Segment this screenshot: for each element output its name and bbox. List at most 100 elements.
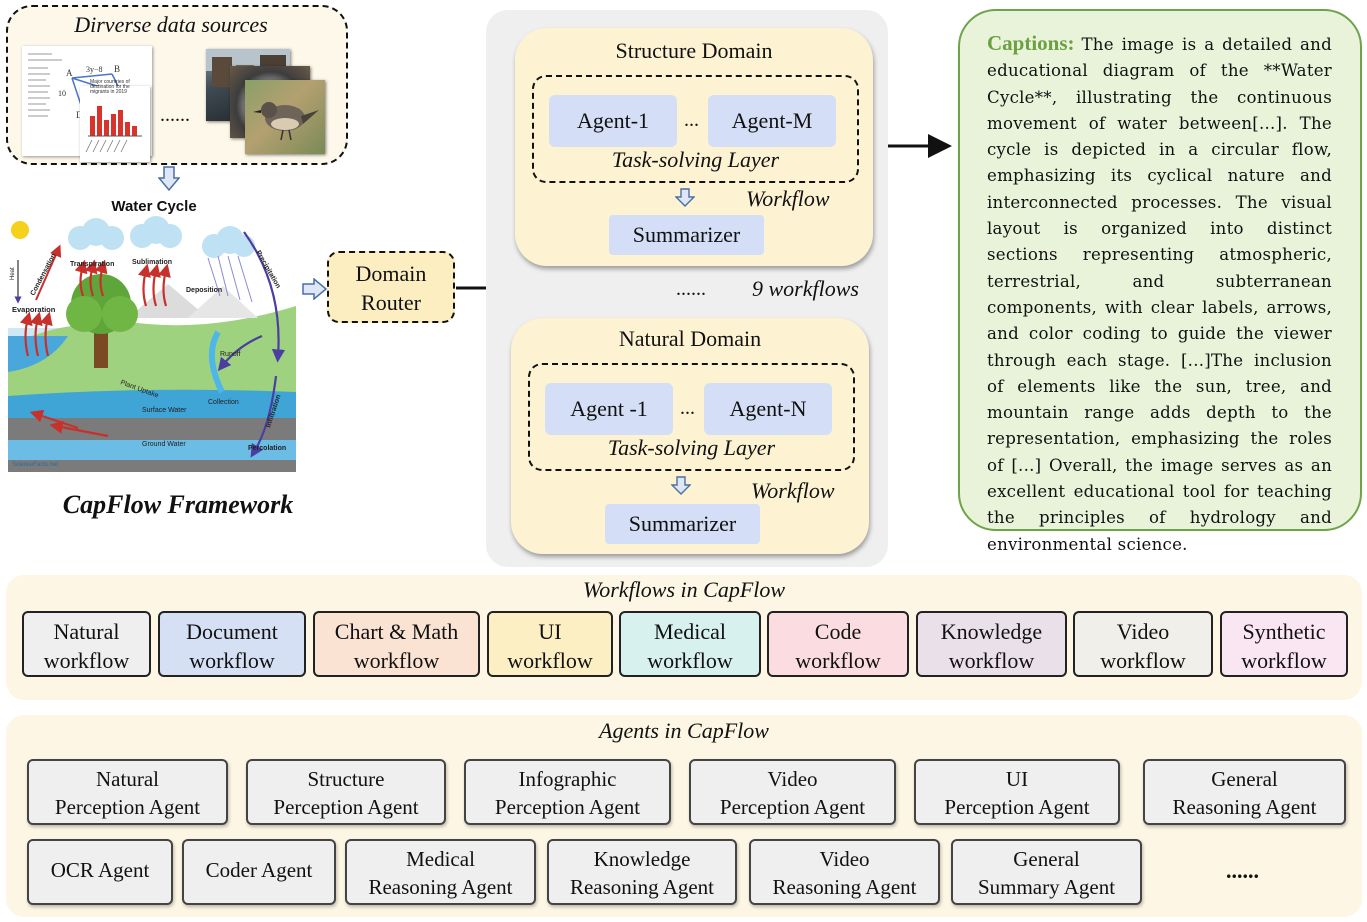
agent-item-line2: Perception Agent bbox=[273, 795, 419, 819]
structure-layer-label: Task-solving Layer bbox=[611, 147, 780, 172]
sublimation-label: Sublimation bbox=[132, 259, 172, 266]
natural-domain-box: Natural Domain Agent -1 ... Agent-N Task… bbox=[511, 318, 869, 554]
workflow-item-suffix: workflow bbox=[795, 648, 881, 673]
runoff-label: Runoff bbox=[220, 351, 241, 358]
surface-water-label: Surface Water bbox=[142, 407, 187, 414]
svg-text:A: A bbox=[66, 68, 73, 78]
workflow-item-name: Chart & Math bbox=[334, 619, 459, 644]
framework-title: CapFlow Framework bbox=[62, 490, 294, 519]
structure-domain-title: Structure Domain bbox=[615, 38, 773, 63]
svg-text:10: 10 bbox=[58, 89, 66, 98]
captions-box: Captions: The image is a detailed and ed… bbox=[958, 9, 1362, 554]
down-arrow-icon bbox=[158, 166, 180, 192]
agent-item-line1: Natural bbox=[96, 767, 159, 791]
agent-item-line1: Medical bbox=[406, 847, 475, 871]
agent-item-line2: Perception Agent bbox=[54, 795, 201, 819]
natural-task-layer: Agent -1 ... Agent-N Task-solving Layer bbox=[528, 363, 855, 471]
agent-item-line1: OCR Agent bbox=[50, 858, 150, 882]
agent-item: OCR Agent bbox=[27, 839, 173, 905]
natural-summarizer: Summarizer bbox=[605, 504, 760, 544]
workflow-item-suffix: workflow bbox=[948, 648, 1035, 673]
agent-item-line1: Structure bbox=[307, 767, 385, 791]
svg-text:3y−8: 3y−8 bbox=[86, 65, 103, 74]
agent-item-line1: Video bbox=[767, 767, 818, 791]
ground-water-label: Ground Water bbox=[142, 441, 186, 448]
agent-item-line2: Summary Agent bbox=[977, 875, 1116, 899]
structure-task-layer: Agent-1 ... Agent-M Task-solving Layer bbox=[532, 75, 859, 183]
natural-domain-title: Natural Domain bbox=[618, 326, 762, 351]
agents-ellipsis: ...... bbox=[1226, 858, 1259, 883]
captions-label: Captions: bbox=[987, 31, 1075, 55]
workflow-item: UI workflow bbox=[487, 611, 613, 677]
structure-agent-last: Agent-M bbox=[708, 95, 836, 147]
structure-summarizer: Summarizer bbox=[609, 215, 764, 255]
natural-down-arrow-icon bbox=[671, 476, 691, 495]
natural-workflow-label: Workflow bbox=[751, 478, 835, 503]
chart-thumbnail-caption: Major countries of destination for the m… bbox=[90, 79, 130, 95]
workflow-item: Chart & Math workflow bbox=[313, 611, 480, 677]
heat-label: Heat bbox=[10, 267, 16, 280]
chart-thumbnail bbox=[80, 86, 150, 162]
agent-item-line2: Perception Agent bbox=[719, 795, 866, 819]
workflow-item: Knowledge workflow bbox=[916, 611, 1067, 677]
workflow-item: Document workflow bbox=[158, 611, 306, 677]
workflow-item-name: UI bbox=[538, 619, 562, 644]
agent-item-line2: Reasoning Agent bbox=[569, 875, 715, 899]
workflows-title: Workflows in CapFlow bbox=[582, 577, 786, 602]
structure-domain-box: Structure Domain Agent-1 ... Agent-M Tas… bbox=[515, 28, 873, 266]
workflow-item-suffix: workflow bbox=[189, 648, 275, 673]
svg-text:D: D bbox=[76, 110, 83, 120]
router-line1: Domain bbox=[355, 261, 427, 286]
workflow-item-suffix: workflow bbox=[353, 648, 440, 673]
transpiration-label: Transpiration bbox=[70, 261, 114, 268]
workflow-item-name: Video bbox=[1116, 619, 1170, 644]
svg-text:B: B bbox=[114, 64, 120, 74]
workflow-item-name: Knowledge bbox=[940, 619, 1043, 644]
brand-label: ScienceFacts.net bbox=[12, 462, 58, 468]
workflow-item-name: Synthetic bbox=[1242, 619, 1326, 644]
structure-workflow-label: Workflow bbox=[746, 186, 830, 211]
agent-item-line1: Infographic bbox=[518, 767, 617, 791]
workflow-item-suffix: workflow bbox=[43, 648, 130, 673]
workflow-item-suffix: workflow bbox=[507, 648, 593, 673]
router-line2: Router bbox=[361, 290, 421, 315]
agent-item-line1: General bbox=[1013, 847, 1080, 871]
evaporation-label: Evaporation bbox=[12, 305, 56, 314]
structure-agent-first: Agent-1 bbox=[549, 95, 677, 147]
agent-item-line1: Coder Agent bbox=[205, 858, 313, 882]
structure-agent-dots: ... bbox=[684, 109, 699, 131]
agent-item-line1: General bbox=[1211, 767, 1278, 791]
workflow-item-name: Document bbox=[186, 619, 278, 644]
structure-down-arrow-icon bbox=[675, 188, 695, 207]
bird-photo-icon bbox=[253, 102, 319, 141]
natural-agent-dots: ... bbox=[680, 397, 695, 419]
agent-item-line2: Perception Agent bbox=[944, 795, 1090, 819]
deposition-label: Deposition bbox=[186, 287, 222, 294]
agent-item-line2: Reasoning Agent bbox=[1172, 795, 1317, 819]
water-cycle-illustration: Evaporation Transpiration Sublimation De… bbox=[8, 196, 296, 472]
domain-router: Domain Router bbox=[327, 251, 455, 323]
percolation-label: Percolation bbox=[248, 445, 286, 452]
agent-item-line1: Video bbox=[819, 847, 870, 871]
natural-agent-first: Agent -1 bbox=[545, 383, 673, 435]
sources-ellipsis: ...... bbox=[160, 104, 190, 126]
captions-text: The image is a detailed and educational … bbox=[987, 35, 1332, 554]
workflow-item: Synthetic workflow bbox=[1220, 611, 1348, 677]
agent-item-line2: Reasoning Agent bbox=[772, 875, 917, 899]
agent-item-line2: Reasoning Agent bbox=[368, 875, 513, 899]
workflow-dots: ...... bbox=[676, 278, 706, 300]
water-cycle-title: Water Cycle bbox=[111, 198, 197, 215]
workflow-item-suffix: workflow bbox=[1241, 648, 1327, 673]
